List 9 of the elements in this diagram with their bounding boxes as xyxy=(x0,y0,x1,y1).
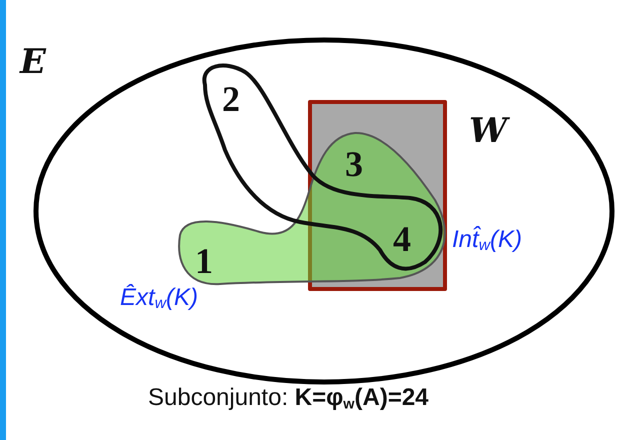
math-label: Êxt$_{w}$(K) xyxy=(120,284,198,314)
region-number: 2 xyxy=(222,78,240,120)
caption: Subconjunto: K=φ$_{w}$(A)=24 xyxy=(148,384,429,413)
region-number: 1 xyxy=(195,240,213,282)
set-name: W xyxy=(469,114,508,148)
region-number: 3 xyxy=(345,143,363,185)
math-label: Int̂$_{w}$(K) xyxy=(452,226,522,256)
set-name: E xyxy=(20,45,46,79)
region-number: 4 xyxy=(393,218,411,260)
